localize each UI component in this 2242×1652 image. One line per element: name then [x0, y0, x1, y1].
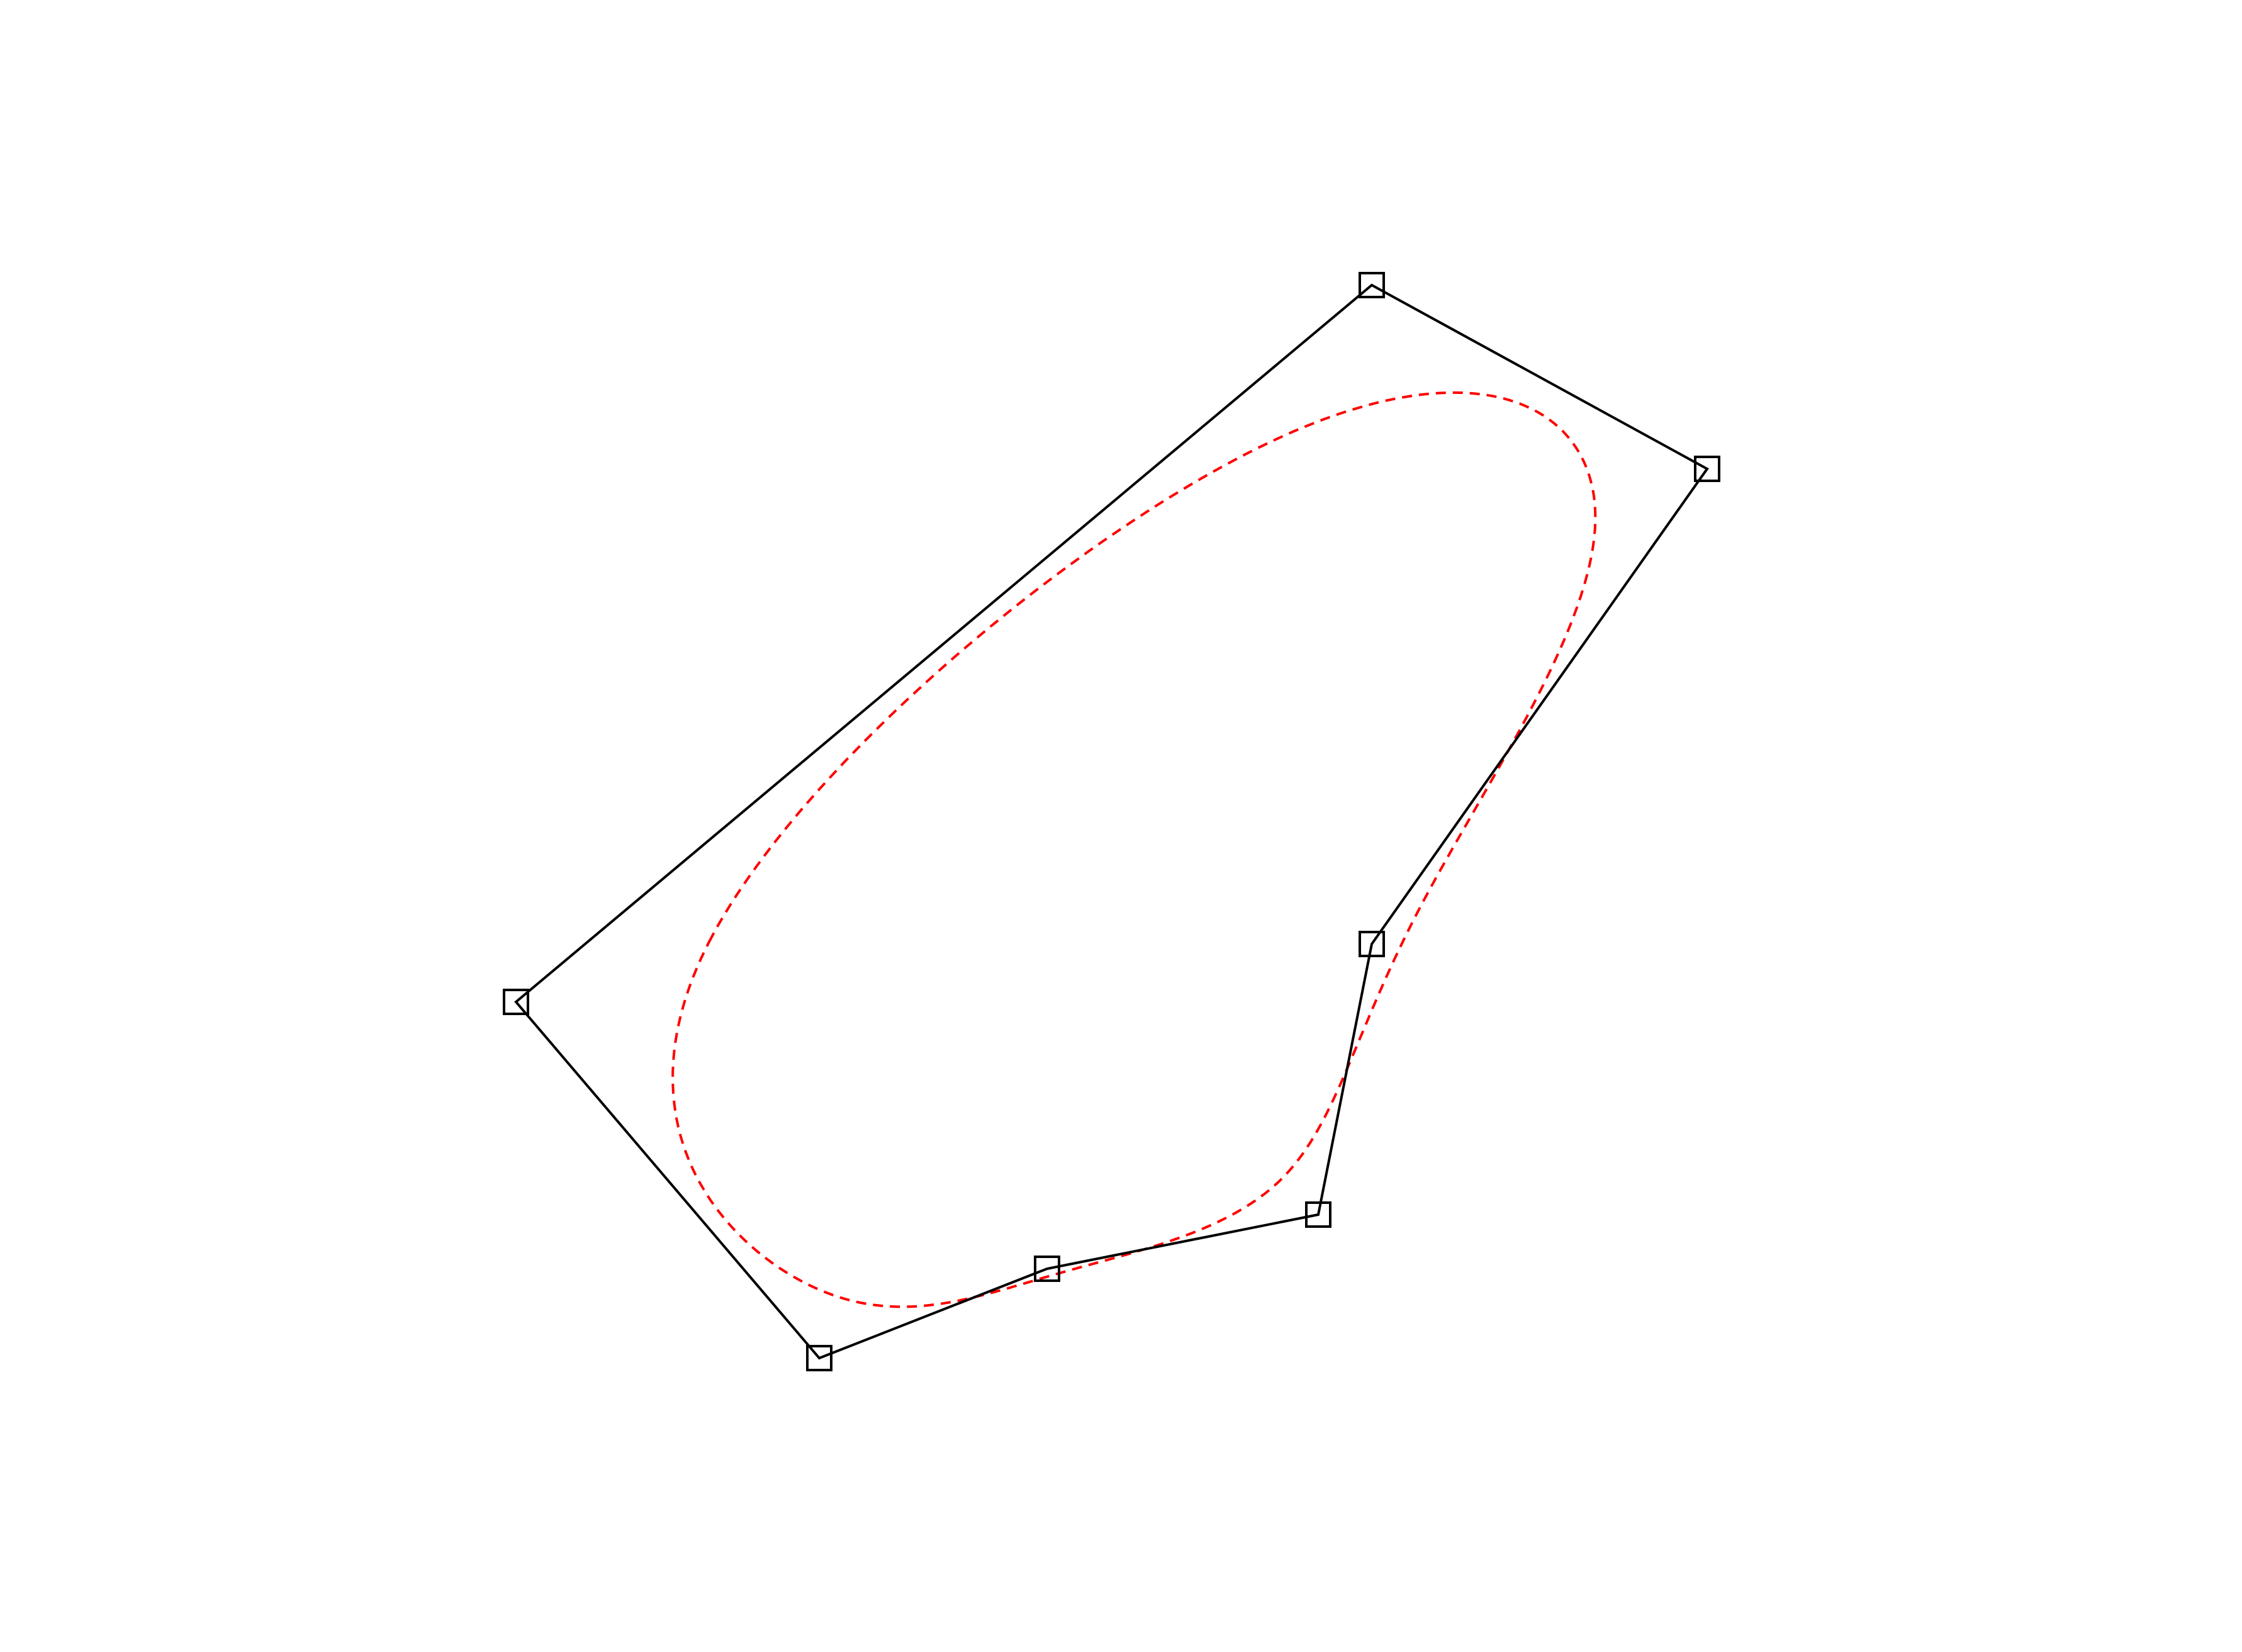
- control-point-marker-3: [1694, 456, 1720, 482]
- control-point-markers: [503, 272, 1720, 1371]
- control-point-marker-6: [1034, 1256, 1060, 1282]
- control-point-marker-5: [1305, 1201, 1331, 1228]
- control-point-marker-1: [503, 989, 529, 1015]
- control-point-marker-2: [1359, 272, 1385, 298]
- control-point-marker-4: [1359, 931, 1385, 957]
- control-point-marker-7: [806, 1345, 832, 1371]
- control-polygon: [514, 283, 1709, 1360]
